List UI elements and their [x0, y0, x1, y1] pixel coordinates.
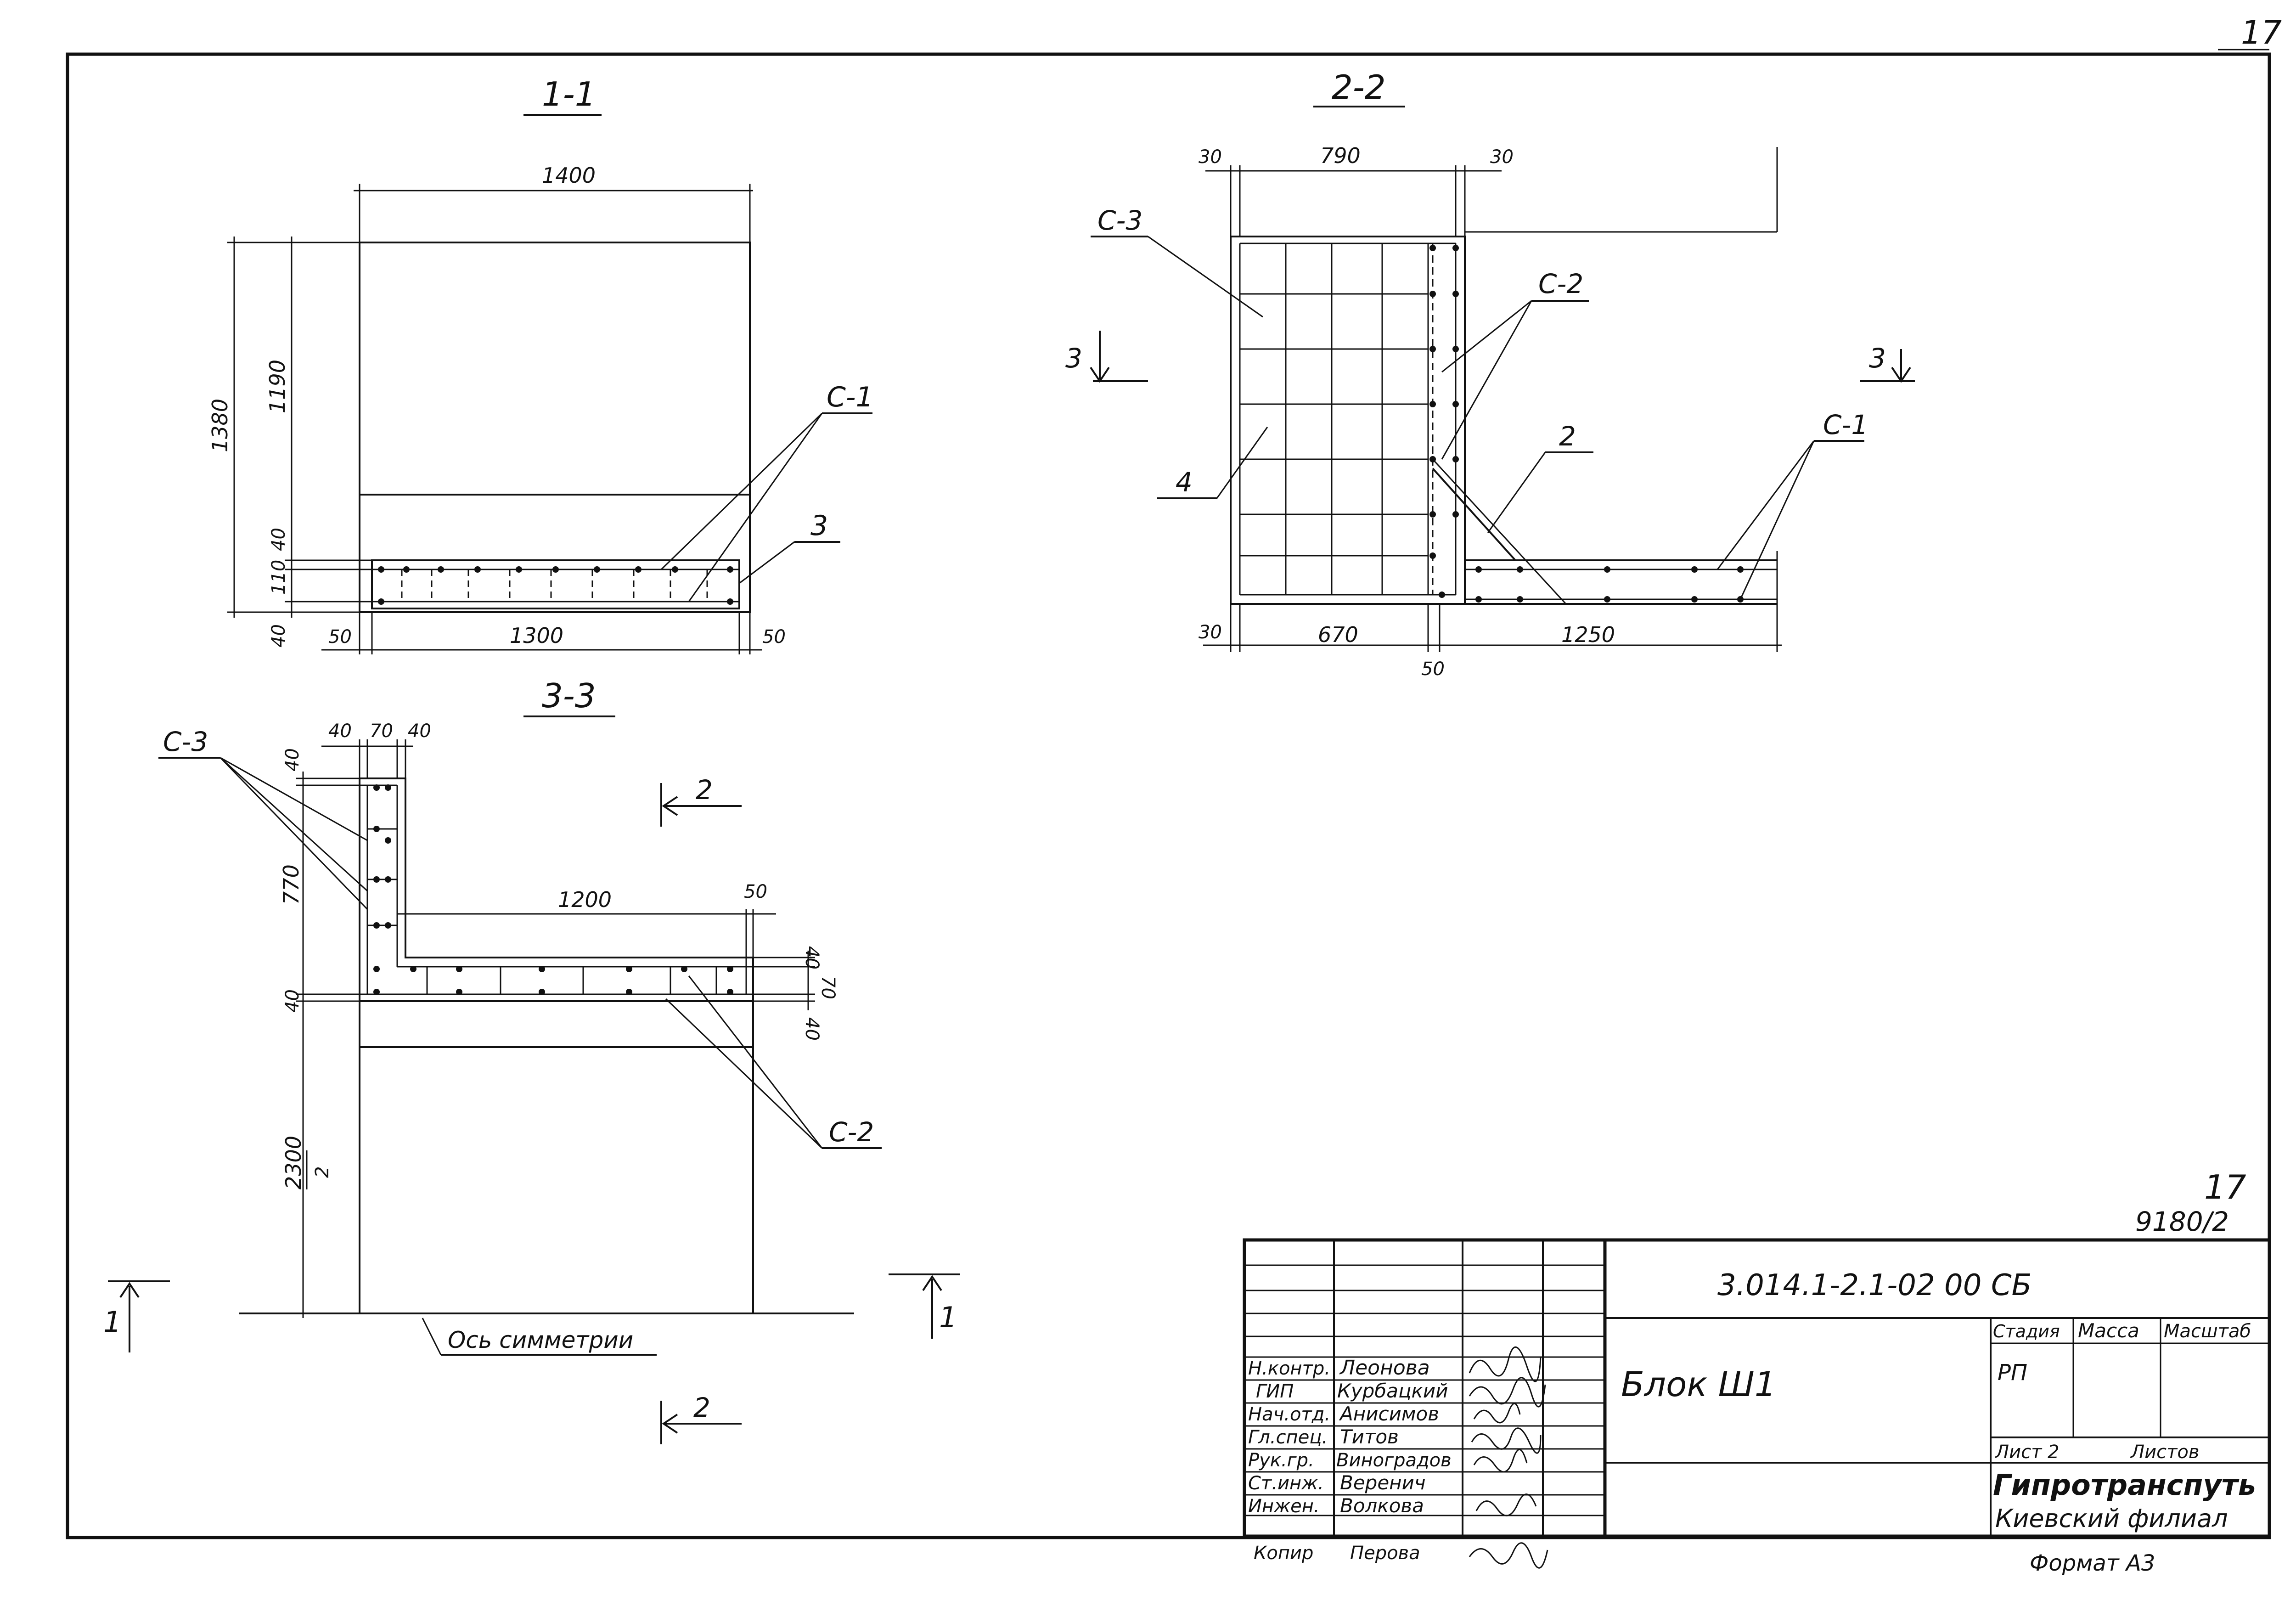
cut-2-lower: 2: [693, 1392, 710, 1423]
name-5: Веренич: [1340, 1471, 1426, 1494]
dim-40-right-b: 40: [801, 1017, 822, 1041]
role-2: Нач.отд.: [1248, 1404, 1330, 1425]
stamp-sheet-no: 17: [2204, 1168, 2246, 1206]
cut-1-right: 1: [939, 1301, 957, 1334]
dim-70-right: 70: [817, 976, 838, 999]
section-1-1: 1-1 1400: [208, 75, 873, 654]
name-0: Леонова: [1339, 1356, 1430, 1380]
name-3: Титов: [1340, 1425, 1399, 1448]
role-5: Ст.инж.: [1248, 1473, 1324, 1494]
title-block: 17 9180/2 Н.контр. Леонова ГИП Курбацкий…: [1243, 1168, 2271, 1576]
stage-value: РП: [1998, 1360, 2027, 1386]
label-2: 2: [1559, 421, 1576, 452]
signatures: [1469, 1346, 1548, 1569]
label-c2: С-2: [1538, 268, 1583, 299]
cut-1-left: 1: [103, 1305, 121, 1339]
format-label: Формат А3: [2030, 1550, 2155, 1576]
branch: Киевский филиал: [1995, 1504, 2228, 1533]
label-c1-right: С-1: [1823, 409, 1868, 440]
copy-label: Копир: [1254, 1543, 1313, 1564]
dim-40-left-a: 40: [282, 748, 303, 772]
name-1: Курбацкий: [1337, 1380, 1448, 1402]
section-2-2: 2-2 30: [1065, 68, 1915, 680]
dim-50a: 50: [328, 626, 352, 648]
scale-label: Масштаб: [2164, 1321, 2251, 1342]
section-3-3: 3-3 40 70 40: [103, 676, 960, 1444]
copy-name: Перова: [1350, 1543, 1420, 1564]
cut-2-upper: 2: [696, 774, 713, 806]
dim-40a: 40: [268, 528, 289, 551]
label-c3: С-3: [1097, 205, 1142, 236]
archive-number: 9180/2: [2135, 1206, 2229, 1237]
label-c2-33: С-2: [829, 1116, 874, 1148]
name-6: Волкова: [1340, 1494, 1424, 1517]
dim-2300: 2300: [281, 1136, 306, 1189]
role-3: Гл.спец.: [1248, 1427, 1328, 1448]
cut-3-left: 3: [1065, 343, 1082, 374]
label-4: 4: [1176, 467, 1193, 498]
dim-1190: 1190: [265, 360, 290, 413]
dim-1300: 1300: [510, 623, 563, 648]
dim-30a: 30: [1199, 146, 1222, 168]
block-title: Блок Ш1: [1621, 1365, 1776, 1404]
stage-label: Стадия: [1993, 1321, 2060, 1341]
cut-3-right: 3: [1869, 343, 1886, 374]
organization: Гипротранспуть: [1993, 1468, 2256, 1502]
dim-40-left-b: 40: [282, 989, 303, 1013]
dim-790: 790: [1320, 143, 1361, 168]
dim-1200: 1200: [558, 887, 612, 912]
dim-40-right-a: 40: [801, 946, 822, 969]
dim-1250: 1250: [1561, 622, 1615, 647]
name-2: Анисимов: [1339, 1403, 1439, 1425]
dim-1400: 1400: [542, 163, 596, 188]
dim-70-top: 70: [370, 721, 393, 742]
top-sheet-number: 17: [2241, 14, 2282, 51]
role-1: ГИП: [1256, 1381, 1294, 1402]
dim-40-top-b: 40: [408, 721, 431, 742]
dim-670: 670: [1318, 622, 1358, 647]
sheet-label: Лист 2: [1994, 1442, 2060, 1463]
dim-50b: 50: [762, 626, 786, 648]
label-c3-33: С-3: [163, 726, 208, 757]
axis-label: Ось симметрии: [448, 1327, 633, 1353]
dim-40b: 40: [268, 624, 289, 648]
document-code: 3.014.1-2.1-02 00 СБ: [1717, 1268, 2032, 1302]
mass-label: Масса: [2078, 1319, 2139, 1342]
dim-770: 770: [279, 864, 304, 905]
role-6: Инжен.: [1248, 1496, 1320, 1517]
label-c1: С-1: [827, 381, 873, 413]
sheets-label: Листов: [2130, 1442, 2199, 1463]
section-1-1-title: 1-1: [542, 75, 596, 113]
dim-1380: 1380: [208, 399, 232, 452]
dim-30b: 30: [1490, 146, 1514, 168]
dim-50: 50: [1421, 659, 1445, 680]
sheet-frame: [66, 52, 2271, 1539]
dim-2: 2: [312, 1166, 333, 1178]
dim-50-right: 50: [744, 881, 767, 902]
label-3: 3: [810, 510, 828, 542]
section-3-3-title: 3-3: [542, 676, 596, 715]
name-4: Виноградов: [1336, 1450, 1452, 1471]
dim-110: 110: [268, 560, 289, 595]
dim-30c: 30: [1199, 622, 1222, 643]
role-4: Рук.гр.: [1248, 1450, 1314, 1471]
dim-40-top-a: 40: [328, 721, 352, 742]
section-2-2-title: 2-2: [1332, 68, 1386, 107]
role-0: Н.контр.: [1248, 1358, 1330, 1379]
